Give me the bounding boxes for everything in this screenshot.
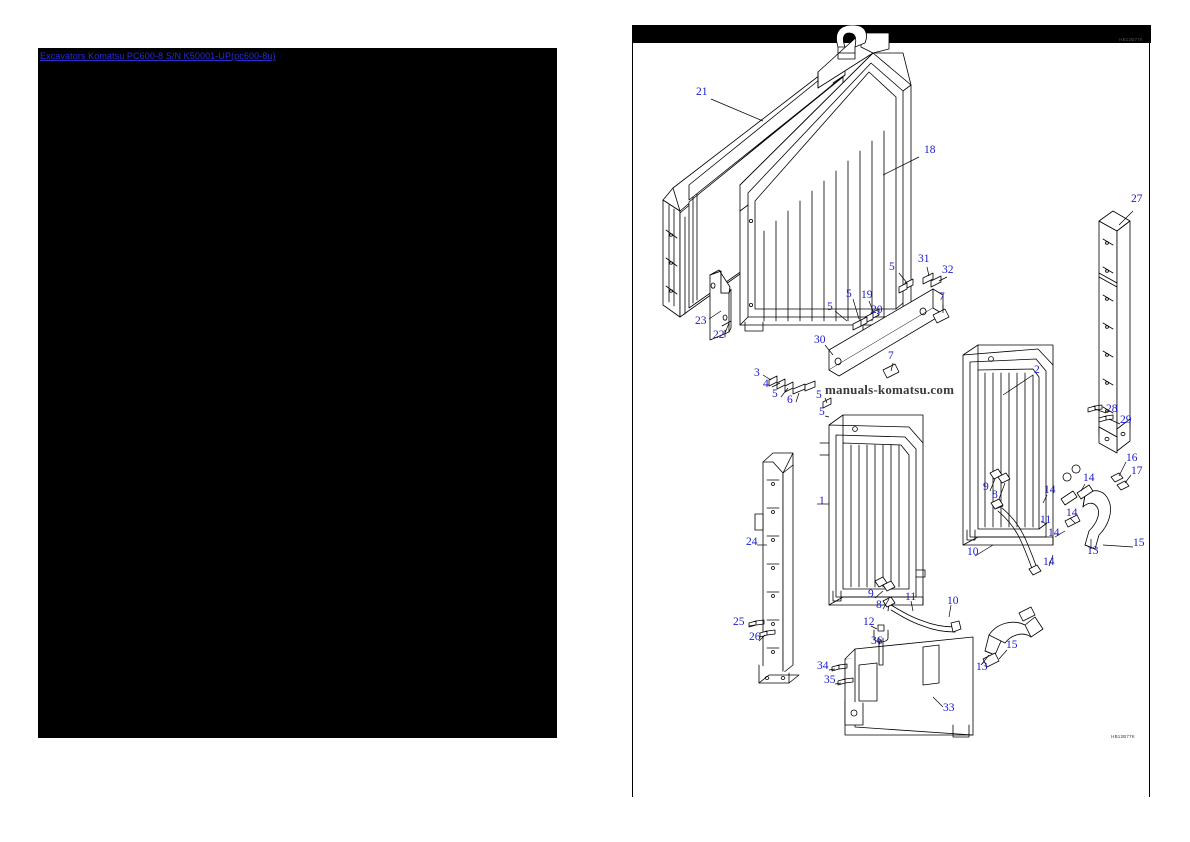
parts-diagram-sheet: HB12B77K HB12B77K xyxy=(632,25,1151,797)
callout-7a: 7 xyxy=(939,291,945,303)
callout-17: 17 xyxy=(1131,465,1143,477)
document-preview-pane xyxy=(38,48,557,738)
callout-29: 29 xyxy=(1120,414,1132,426)
callout-13a: 13 xyxy=(1087,545,1099,557)
part-1-after-cooler xyxy=(819,414,926,606)
tube-10-11-upper xyxy=(990,498,1042,576)
hose-assembly-lower-right xyxy=(982,606,1044,668)
sheet-code-bottom: HB12B77K xyxy=(1111,734,1135,739)
document-title-link[interactable]: Excavators Komatsu PC600-8 S/N K50001-UP… xyxy=(40,51,276,62)
callout-10a: 10 xyxy=(967,546,979,558)
callout-2: 2 xyxy=(1034,364,1040,376)
callout-5b: 5 xyxy=(827,301,833,313)
callout-36: 36 xyxy=(871,635,883,647)
callout-1: 1 xyxy=(819,495,825,507)
callout-7b: 7 xyxy=(888,350,894,362)
callout-8b: 8 xyxy=(876,599,882,611)
hose-assembly-upper-right xyxy=(1060,464,1130,550)
callout-5a: 5 xyxy=(889,261,895,273)
callout-28: 28 xyxy=(1106,403,1118,415)
callout-6: 6 xyxy=(787,394,793,406)
callout-26: 26 xyxy=(749,631,761,643)
callout-15a: 15 xyxy=(1133,537,1145,549)
callout-14a: 14 xyxy=(1083,472,1095,484)
callout-32: 32 xyxy=(942,264,954,276)
part-28-29-bolts xyxy=(1087,404,1114,423)
callout-20: 20 xyxy=(871,304,883,316)
exploded-parts-drawing xyxy=(662,25,1134,738)
watermark-text: manuals-komatsu.com xyxy=(825,382,955,397)
callout-4: 4 xyxy=(763,378,769,390)
part-33-tank xyxy=(844,636,974,738)
callout-34: 34 xyxy=(817,660,829,672)
callout-14d: 14 xyxy=(1048,527,1060,539)
callout-19: 19 xyxy=(861,289,873,301)
callout-13b: 13 xyxy=(976,661,988,673)
part-2-oil-cooler xyxy=(962,344,1054,546)
callout-14e: 14 xyxy=(1043,556,1055,568)
callout-24: 24 xyxy=(746,536,758,548)
callout-3: 3 xyxy=(754,367,760,379)
callout-18: 18 xyxy=(924,144,936,156)
callout-27: 27 xyxy=(1131,193,1143,205)
callout-9b: 9 xyxy=(868,588,874,600)
callout-35: 35 xyxy=(824,674,836,686)
callout-5c: 5 xyxy=(846,288,852,300)
callout-30: 30 xyxy=(814,334,826,346)
part-27-frame xyxy=(1098,210,1131,454)
callout-5f: 5 xyxy=(819,406,825,418)
callout-22: 22 xyxy=(713,329,725,341)
callout-23: 23 xyxy=(695,315,707,327)
callout-25: 25 xyxy=(733,616,745,628)
callout-9a: 9 xyxy=(983,481,989,493)
part-12-36-plug xyxy=(873,624,889,666)
callout-12: 12 xyxy=(863,616,875,628)
callout-14c: 14 xyxy=(1066,507,1078,519)
callout-14b: 14 xyxy=(1044,484,1056,496)
callout-33: 33 xyxy=(943,702,955,714)
callout-10b: 10 xyxy=(947,595,959,607)
callout-15b: 15 xyxy=(1006,639,1018,651)
callout-11a: 11 xyxy=(1040,514,1052,526)
callout-5d: 5 xyxy=(772,388,778,400)
part-24-column xyxy=(754,452,800,684)
callout-8a: 8 xyxy=(992,489,998,501)
part-8-9-fittings xyxy=(874,468,1011,592)
part-30-mount-bar xyxy=(768,272,944,409)
sheet-code-top: HB12B77K xyxy=(1119,37,1143,42)
callout-5e: 5 xyxy=(816,389,822,401)
part-18-radiator xyxy=(739,25,912,332)
callout-31: 31 xyxy=(918,253,930,265)
callout-21: 21 xyxy=(696,86,708,98)
part-22-23-bracket xyxy=(709,269,732,341)
callout-16: 16 xyxy=(1126,452,1138,464)
callout-11b: 11 xyxy=(905,591,917,603)
diagram-header-bar xyxy=(633,25,1151,43)
